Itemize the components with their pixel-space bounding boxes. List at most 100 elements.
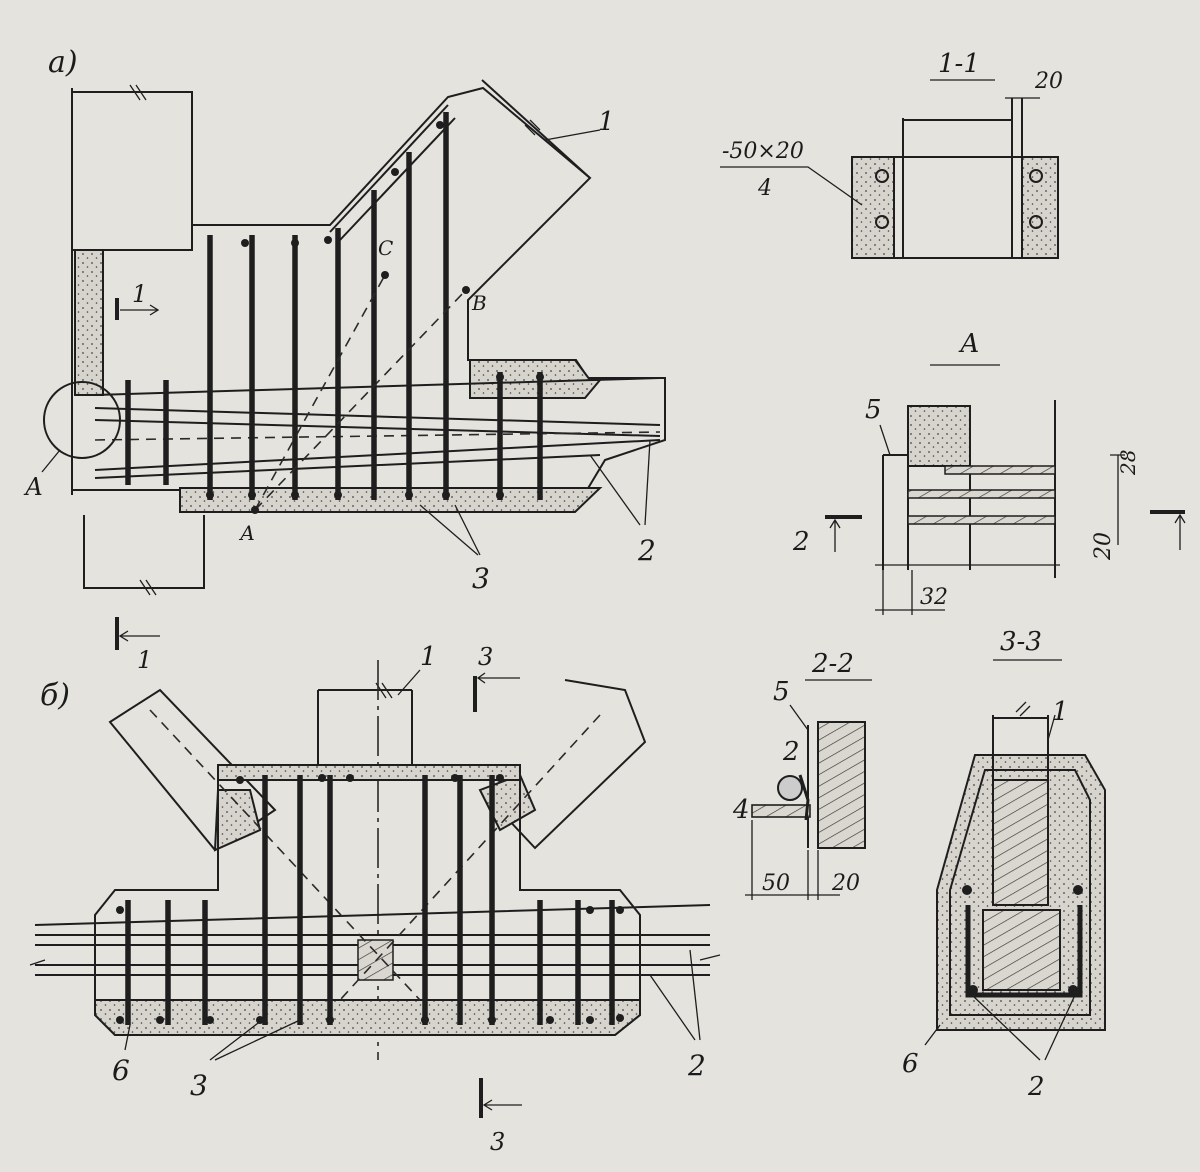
detail-a-vdim	[1110, 454, 1125, 545]
section-3-arrow-top	[476, 672, 520, 684]
rebar-dots-b	[116, 774, 624, 1024]
section-1-1: 1-1 20 -50×20 4	[720, 49, 1063, 259]
break-mark-brace	[524, 119, 541, 136]
point-a-label: А	[238, 521, 255, 545]
detail-a: А 5 28 20 32 2	[792, 329, 1186, 615]
concrete-brace-left	[213, 789, 262, 852]
marker-6-sec3: 6	[902, 1049, 919, 1079]
dim-20-top: 20	[1034, 69, 1063, 94]
section-2-arrow-left	[829, 518, 841, 552]
marker-5-sec2: 5	[773, 677, 790, 707]
section-1-arrow-bottom	[118, 630, 160, 642]
detail-a-outline	[882, 400, 1056, 578]
gusset-plate-b	[357, 939, 394, 981]
section-1-1-column	[902, 98, 1023, 258]
break-mark-sec3	[1015, 701, 1031, 717]
marker-4-sec2: 4	[732, 795, 750, 825]
concrete-brace-right	[478, 773, 537, 832]
leader-2b	[649, 949, 701, 1041]
leader-6-sec3	[924, 1024, 941, 1046]
detail-a-circle	[43, 381, 121, 459]
section-3-3-chord-rods	[965, 905, 1083, 998]
dim-20-detail: 20	[1091, 532, 1116, 561]
leader-6b	[124, 1024, 131, 1051]
detail-a-dims	[875, 564, 1060, 615]
detail-a-leader	[41, 449, 61, 473]
point-c-dot	[381, 271, 389, 279]
top-column-b	[317, 689, 413, 765]
brace-left	[108, 688, 277, 852]
break-marks-chord-b	[29, 954, 721, 966]
stirrups-a	[125, 112, 543, 500]
view-b-label: б)	[40, 678, 70, 713]
leader-1a	[544, 129, 601, 141]
marker-2-sec2: 2	[782, 737, 800, 767]
section-2-label-left: 2	[792, 527, 810, 557]
view-a-label: а)	[48, 45, 78, 80]
break-mark-lower-column	[139, 579, 157, 596]
marker-1-a: 1	[598, 107, 615, 137]
marker-2-a: 2	[637, 534, 656, 567]
section-2-2-title: 2-2	[811, 649, 854, 679]
section-1-1-plate-right	[1021, 156, 1059, 259]
inclined-rods	[329, 104, 456, 241]
section-2-2-column	[817, 721, 866, 849]
detail-a-rods	[907, 465, 1056, 525]
section-1-arrow-top	[120, 304, 160, 316]
marker-1-b: 1	[420, 642, 437, 672]
leader-2a	[589, 439, 651, 526]
dim-50: 50	[762, 871, 790, 896]
dim-20-sec2: 20	[831, 871, 860, 896]
point-v-label: В	[471, 291, 487, 315]
point-v-dot	[462, 286, 470, 294]
marker-3-a: 3	[472, 562, 490, 595]
view-b: б)	[29, 642, 721, 1156]
leader-plate	[720, 166, 863, 206]
section-3-3-column-hatch	[992, 779, 1049, 906]
section-3-arrow-bottom	[482, 1099, 522, 1111]
marker-5-detail: 5	[865, 395, 882, 425]
leader-3b	[209, 1019, 301, 1061]
dim-32: 32	[920, 585, 948, 610]
brace-end	[481, 79, 591, 179]
upper-column	[71, 88, 193, 495]
marker-2-sec3: 2	[1027, 1072, 1045, 1102]
dashed-axes	[254, 274, 467, 511]
detail-a-callout: А	[23, 473, 43, 501]
leader-3a	[419, 504, 481, 556]
concrete-left-face	[74, 249, 104, 396]
section-3-label-top: 3	[478, 643, 493, 671]
leader-5-sec2	[789, 704, 809, 731]
plate-size-label: -50×20	[722, 139, 804, 164]
section-1-1-title: 1-1	[938, 49, 980, 79]
section-2-2-rod	[777, 775, 803, 801]
break-mark-upper-column	[129, 84, 147, 101]
section-2-2-dims	[745, 820, 840, 900]
rebar-dots-a	[206, 121, 544, 499]
point-c-label: С	[378, 236, 393, 260]
bottom-chord-rods	[94, 377, 661, 479]
dim-28: 28	[1116, 450, 1140, 476]
section-1-label-bottom: 1	[137, 646, 152, 674]
concrete-right	[469, 359, 603, 399]
section-3-3-stirrup	[949, 769, 1091, 1016]
section-3-label-bottom: 3	[490, 1128, 505, 1156]
brace-axes-b	[149, 709, 601, 1001]
point-a-dot	[251, 506, 259, 514]
section-3-3-chord	[982, 909, 1061, 991]
marker-3-b: 3	[190, 1069, 208, 1102]
lower-column	[83, 515, 205, 589]
section-1-label-top: 1	[132, 280, 147, 308]
detail-a-title: А	[958, 329, 980, 359]
marker-1-sec3: 1	[1052, 697, 1069, 727]
section-3-3: 3-3 1 2 6	[902, 627, 1106, 1102]
weld-seam	[798, 774, 810, 821]
plate-number-label: 4	[757, 176, 772, 201]
section-2-2-plate	[807, 722, 819, 848]
section-2-arrow-right	[1174, 513, 1186, 550]
leader-1b	[397, 669, 421, 696]
marker-6-b: 6	[112, 1054, 130, 1087]
section-2-2: 2-2 50 20 2 5 4	[732, 649, 872, 900]
concrete-bottom-b	[94, 999, 641, 1036]
